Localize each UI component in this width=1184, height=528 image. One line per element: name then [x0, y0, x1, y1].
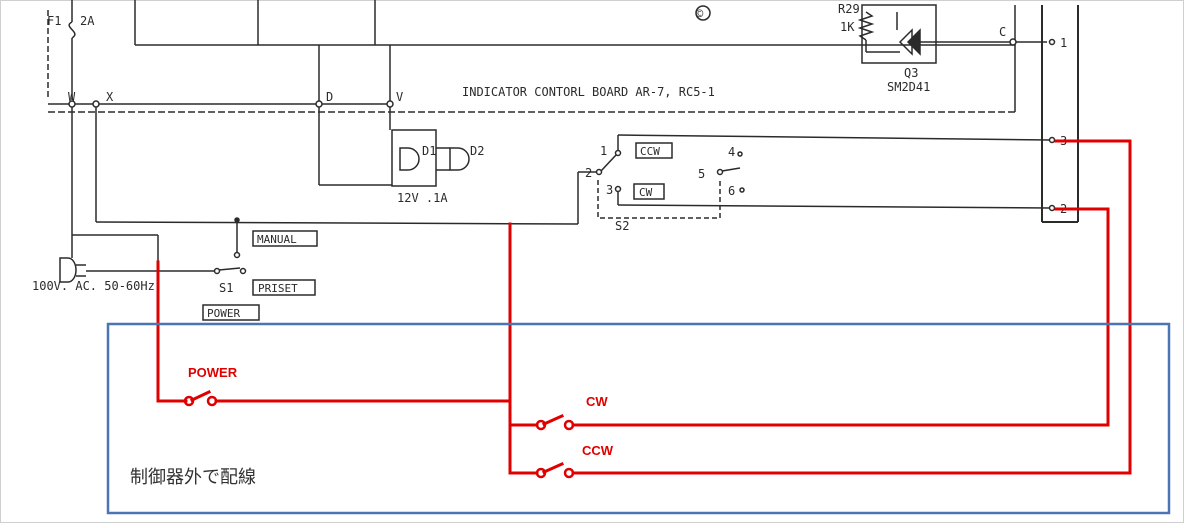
wire-ccw-to-terminal: [617, 134, 1051, 141]
sw-pos-4: 4: [728, 145, 735, 159]
cw-switch-blade: [542, 414, 564, 426]
s2-pos3-contact: [614, 185, 622, 193]
sw-pos-1: 1: [600, 144, 607, 158]
diode-d2-label: D2: [470, 144, 484, 158]
terminal-1-contact: [1048, 38, 1056, 46]
node-d-label: D: [326, 90, 333, 104]
ccw-switch-blade: [542, 462, 564, 474]
original-schematic: [47, 0, 1079, 321]
copyright-circle: [695, 5, 711, 21]
node-w-label: W: [68, 90, 76, 104]
copyright-mark: ©: [696, 7, 704, 21]
q3-triac-icon-b: [906, 28, 921, 56]
node-d-dot: [315, 100, 323, 108]
sw-pos-3: 3: [606, 183, 613, 197]
schematic-labels: F1 2A © R29 1K Q3 SM2D41 C 1 3 2 W X D V…: [32, 2, 1067, 320]
sw-pos-5: 5: [698, 167, 705, 181]
switch-s1-label: S1: [219, 281, 233, 295]
power-switch-label: POWER: [188, 365, 238, 380]
node-c-label: C: [999, 25, 1006, 39]
s2-blade: [600, 154, 617, 172]
manual-label: MANUAL: [257, 233, 297, 246]
s2-dashed-link: [597, 180, 721, 219]
lamp-frame: [391, 129, 437, 187]
s1-contact-right: [239, 267, 247, 275]
d1-lamp-icon: [399, 147, 420, 171]
s1-blade: [218, 267, 241, 271]
s2-pos4-contact: [737, 151, 743, 157]
s2-common-contact: [595, 168, 603, 176]
switch-s2-label: S2: [615, 219, 629, 233]
power-label-box: [202, 304, 260, 321]
d2-lamp-icon: [449, 147, 470, 171]
cw-switch-label: CW: [586, 394, 608, 409]
manual-label-box: [252, 230, 318, 247]
s2-pos6-contact: [739, 187, 745, 193]
diode-d1-label: D1: [422, 144, 436, 158]
resistor-label: R29: [838, 2, 860, 16]
node-x-label: X: [106, 90, 114, 104]
wire-cw-to-terminal: [617, 204, 1051, 209]
sw-pos-6: 6: [728, 184, 735, 198]
external-wiring-box: [106, 322, 1171, 515]
node-v-label: V: [396, 90, 403, 104]
ac-plug-icon: [59, 257, 77, 283]
s1-contact-left: [213, 267, 221, 275]
triac-part: SM2D41: [887, 80, 930, 94]
wire-x-across: [95, 221, 579, 225]
resistor-value: 1K: [840, 20, 855, 34]
ccw-label: CCW: [640, 145, 660, 158]
lamp-rating: 12V .1A: [397, 191, 448, 205]
preset-label-box: [252, 279, 316, 296]
external-wiring: [156, 139, 1132, 479]
preset-label: PRISET: [258, 282, 298, 295]
fuse-label: F1: [47, 14, 61, 28]
manual-contact: [233, 251, 241, 259]
terminal-3-contact: [1048, 136, 1056, 144]
triac-frame: [861, 4, 937, 64]
fuse-symbol: [68, 21, 76, 39]
fuse-rating: 2A: [80, 14, 95, 28]
power-switch-blade: [190, 390, 211, 402]
node-v-dot: [386, 100, 394, 108]
s2-pos1-contact: [614, 149, 622, 157]
s2-pos5-contact: [716, 168, 724, 176]
node-x-dot: [92, 100, 100, 108]
ccw-switch-label: CCW: [582, 443, 614, 458]
terminal-1-label: 1: [1060, 36, 1067, 50]
terminal-2-contact: [1048, 204, 1056, 212]
supply-label: 100V. AC. 50-60Hz: [32, 279, 155, 293]
cw-label-box: [633, 183, 665, 200]
sw-pos-2: 2: [585, 166, 592, 180]
power-box-label: POWER: [207, 307, 240, 320]
ccw-label-box: [635, 142, 673, 159]
s2-second-blade: [721, 167, 741, 172]
cw-label: CW: [639, 186, 653, 199]
board-title: INDICATOR CONTORL BOARD AR-7, RC5-1: [462, 85, 715, 99]
r29-resistor-icon: [857, 11, 875, 41]
external-wiring-note: 制御器外で配線: [130, 467, 256, 488]
triac-label: Q3: [904, 66, 918, 80]
node-c-dot: [1009, 38, 1017, 46]
